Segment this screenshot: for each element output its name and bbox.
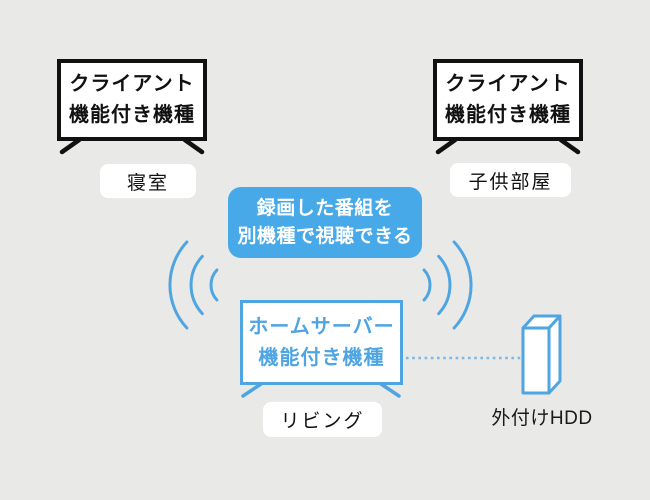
left-wifi-signal-icon xyxy=(168,240,219,330)
bedroom-tv-label-line2: 機能付き機種 xyxy=(69,104,195,126)
external-hdd-text: 外付けHDD xyxy=(491,407,593,429)
kids-room-text: 子供部屋 xyxy=(468,171,553,193)
bedroom-client-tv: クライアント 機能付き機種 xyxy=(57,59,207,141)
kids-tv-stand-icon xyxy=(435,137,581,155)
external-hdd-icon xyxy=(521,314,562,395)
living-room-label: リビング xyxy=(263,402,382,437)
server-tv-label-line1: ホームサーバー xyxy=(248,315,395,338)
kids-client-tv: クライアント 機能付き機種 xyxy=(433,59,583,141)
kids-tv-label-line1: クライアント xyxy=(445,73,571,95)
feature-callout: 録画した番組を 別機種で視聴できる xyxy=(228,187,422,258)
bedroom-tv-stand-icon xyxy=(59,137,205,155)
server-tv-label-line2: 機能付き機種 xyxy=(258,346,385,369)
living-room-text: リビング xyxy=(280,411,365,432)
callout-line1: 録画した番組を xyxy=(256,197,394,219)
kids-room-label: 子供部屋 xyxy=(450,163,571,197)
bedroom-tv-label-line1: クライアント xyxy=(69,73,195,95)
server-tv-stand-icon xyxy=(241,382,401,398)
callout-line2: 別機種で視聴できる xyxy=(237,225,413,247)
external-hdd-label: 外付けHDD xyxy=(486,403,598,429)
bedroom-room-label: 寝室 xyxy=(100,164,196,198)
right-wifi-signal-icon xyxy=(422,240,473,330)
bedroom-room-text: 寝室 xyxy=(126,172,169,194)
kids-tv-label-line2: 機能付き機種 xyxy=(445,104,571,126)
home-server-tv: ホームサーバー 機能付き機種 xyxy=(240,300,403,385)
